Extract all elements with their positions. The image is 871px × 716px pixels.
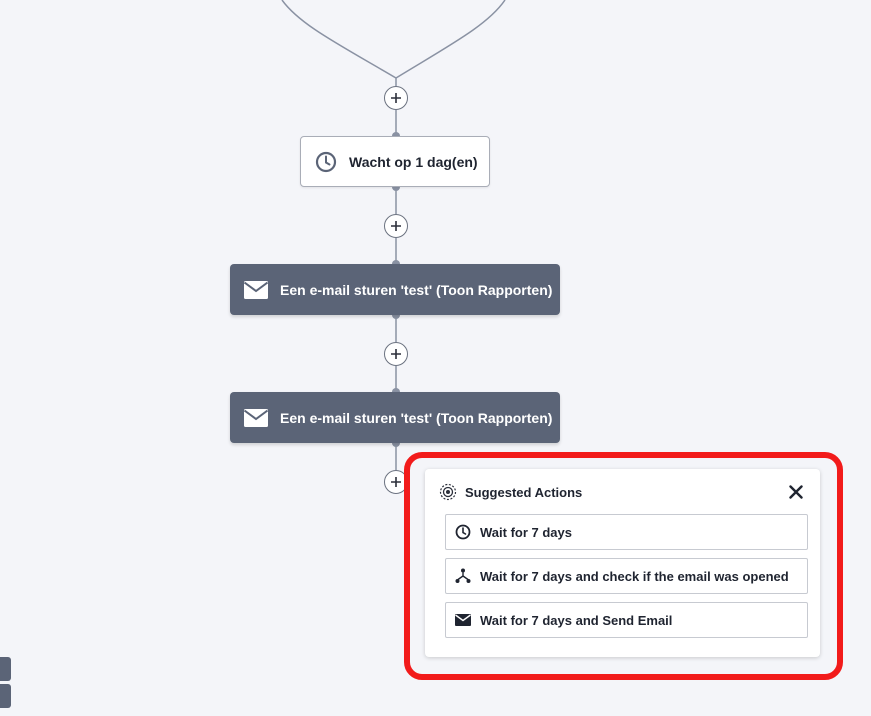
plus-icon	[391, 221, 401, 231]
send-email-step-label: Een e-mail sturen 'test' (Toon Rapporten…	[280, 409, 553, 426]
add-step-button[interactable]	[384, 342, 408, 366]
envelope-icon	[244, 280, 268, 299]
plus-icon	[391, 349, 401, 359]
zoom-out-tab[interactable]	[0, 684, 11, 708]
suggestion-label: Wait for 7 days	[480, 524, 572, 540]
connector-dot	[392, 183, 400, 191]
plus-icon	[391, 93, 401, 103]
incoming-branch-left	[281, 0, 397, 79]
envelope-icon	[244, 408, 268, 427]
clock-icon	[455, 524, 471, 540]
close-button[interactable]	[786, 482, 806, 502]
suggestion-wait-7-days[interactable]: Wait for 7 days	[445, 514, 808, 550]
add-step-button[interactable]	[384, 214, 408, 238]
branch-split-icon	[455, 568, 471, 584]
wait-step-node[interactable]: Wacht op 1 dag(en)	[300, 136, 490, 187]
highlight-annotation	[404, 452, 843, 680]
wait-step-label: Wacht op 1 dag(en)	[349, 153, 478, 170]
suggestion-wait-and-send-email[interactable]: Wait for 7 days and Send Email	[445, 602, 808, 638]
send-email-step-node[interactable]: Een e-mail sturen 'test' (Toon Rapporten…	[230, 392, 560, 443]
suggested-actions-panel: Suggested Actions Wait for 7 days	[425, 469, 820, 657]
plus-icon	[391, 477, 401, 487]
suggested-actions-title: Suggested Actions	[465, 484, 583, 500]
zoom-in-tab[interactable]	[0, 657, 11, 681]
incoming-branch-right	[395, 0, 506, 79]
connector-dot	[392, 439, 400, 447]
envelope-icon	[455, 614, 471, 626]
close-icon	[789, 485, 803, 499]
send-email-step-node[interactable]: Een e-mail sturen 'test' (Toon Rapporten…	[230, 264, 560, 315]
clock-icon	[315, 151, 337, 173]
send-email-step-label: Een e-mail sturen 'test' (Toon Rapporten…	[280, 281, 553, 298]
suggestion-wait-and-check-opened[interactable]: Wait for 7 days and check if the email w…	[445, 558, 808, 594]
suggestion-label: Wait for 7 days and Send Email	[480, 612, 673, 628]
suggestion-target-icon	[439, 483, 457, 501]
connector-dot	[392, 311, 400, 319]
suggestion-label: Wait for 7 days and check if the email w…	[480, 568, 789, 584]
suggested-actions-header: Suggested Actions	[439, 482, 806, 502]
add-step-button[interactable]	[384, 86, 408, 110]
